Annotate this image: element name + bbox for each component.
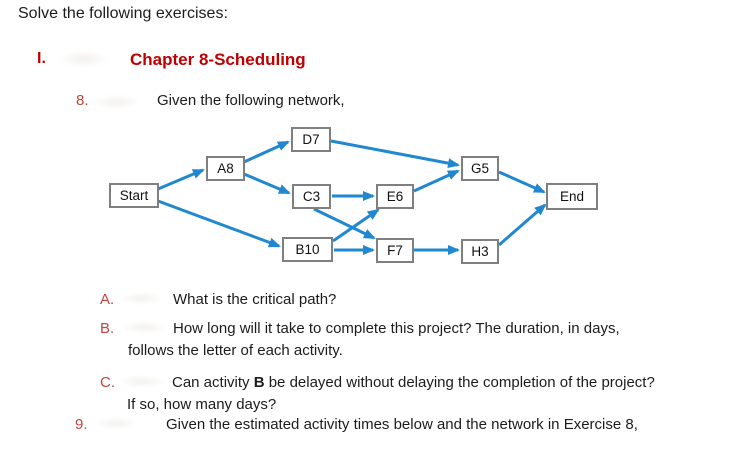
question-c-text-line1: Can activity B be delayed without delayi… <box>172 374 655 391</box>
question-c-post: be delayed without delaying the completi… <box>264 374 655 391</box>
exercise8-marker: 8. <box>76 92 89 109</box>
section-title: Chapter 8-Scheduling <box>130 50 306 69</box>
section-marker: I. <box>37 50 46 67</box>
node-box-start <box>109 183 159 208</box>
edge-start-b10 <box>157 199 281 248</box>
question-c-pre: Can activity <box>172 374 254 391</box>
node-box-e6 <box>376 184 414 209</box>
exercise9-marker: 9. <box>75 416 88 433</box>
node-box-g5 <box>461 156 499 181</box>
node-a8: A8 <box>206 156 245 181</box>
edge-c3-f7 <box>313 207 376 240</box>
edge-a8-c3 <box>243 172 291 195</box>
question-a-marker: A. <box>100 291 115 308</box>
question-c-marker: C. <box>100 374 115 391</box>
question-b-text-line1: How long will it take to complete this p… <box>173 320 620 337</box>
node-c3: C3 <box>292 184 331 209</box>
node-label-b10: B10 <box>295 242 319 257</box>
edge-e6-g5 <box>413 169 460 193</box>
node-label-end: End <box>560 189 584 204</box>
node-label-f7: F7 <box>387 243 403 258</box>
node-end: End <box>546 183 598 210</box>
node-label-d7: D7 <box>302 132 319 147</box>
node-box-d7 <box>291 127 331 152</box>
node-h3: H3 <box>461 239 499 264</box>
node-label-h3: H3 <box>471 244 488 259</box>
edge-g5-end <box>498 170 546 194</box>
edge-a8-d7 <box>243 140 290 164</box>
node-start: Start <box>109 183 159 208</box>
edge-start-a8 <box>157 168 205 191</box>
node-e6: E6 <box>376 184 414 209</box>
node-label-a8: A8 <box>217 161 234 176</box>
node-label-g5: G5 <box>471 161 489 176</box>
exercise9-text: Given the estimated activity times below… <box>166 416 638 433</box>
edge-h3-end <box>498 203 547 247</box>
question-a-text: What is the critical path? <box>173 291 337 308</box>
node-label-c3: C3 <box>303 189 320 204</box>
node-box-a8 <box>206 156 245 181</box>
node-b10: B10 <box>282 237 333 262</box>
node-box-f7 <box>376 238 414 263</box>
node-box-h3 <box>461 239 499 264</box>
node-d7: D7 <box>291 127 331 152</box>
node-g5: G5 <box>461 156 499 181</box>
node-label-start: Start <box>120 188 149 203</box>
edge-d7-g5 <box>330 139 460 169</box>
node-label-e6: E6 <box>387 189 404 204</box>
diagram-edges <box>157 139 547 255</box>
node-box-b10 <box>282 237 333 262</box>
node-f7: F7 <box>376 238 414 263</box>
node-box-end <box>546 183 598 210</box>
question-c-bold-b: B <box>253 374 265 391</box>
question-b-text-line2: follows the letter of each activity. <box>128 342 343 359</box>
question-c-text-line2: If so, how many days? <box>127 396 277 413</box>
intro-text: Solve the following exercises: <box>18 5 228 22</box>
node-box-c3 <box>292 184 331 209</box>
exercise8-text: Given the following network, <box>157 92 345 109</box>
edge-b10-e6 <box>332 208 380 243</box>
question-b-marker: B. <box>100 320 115 337</box>
